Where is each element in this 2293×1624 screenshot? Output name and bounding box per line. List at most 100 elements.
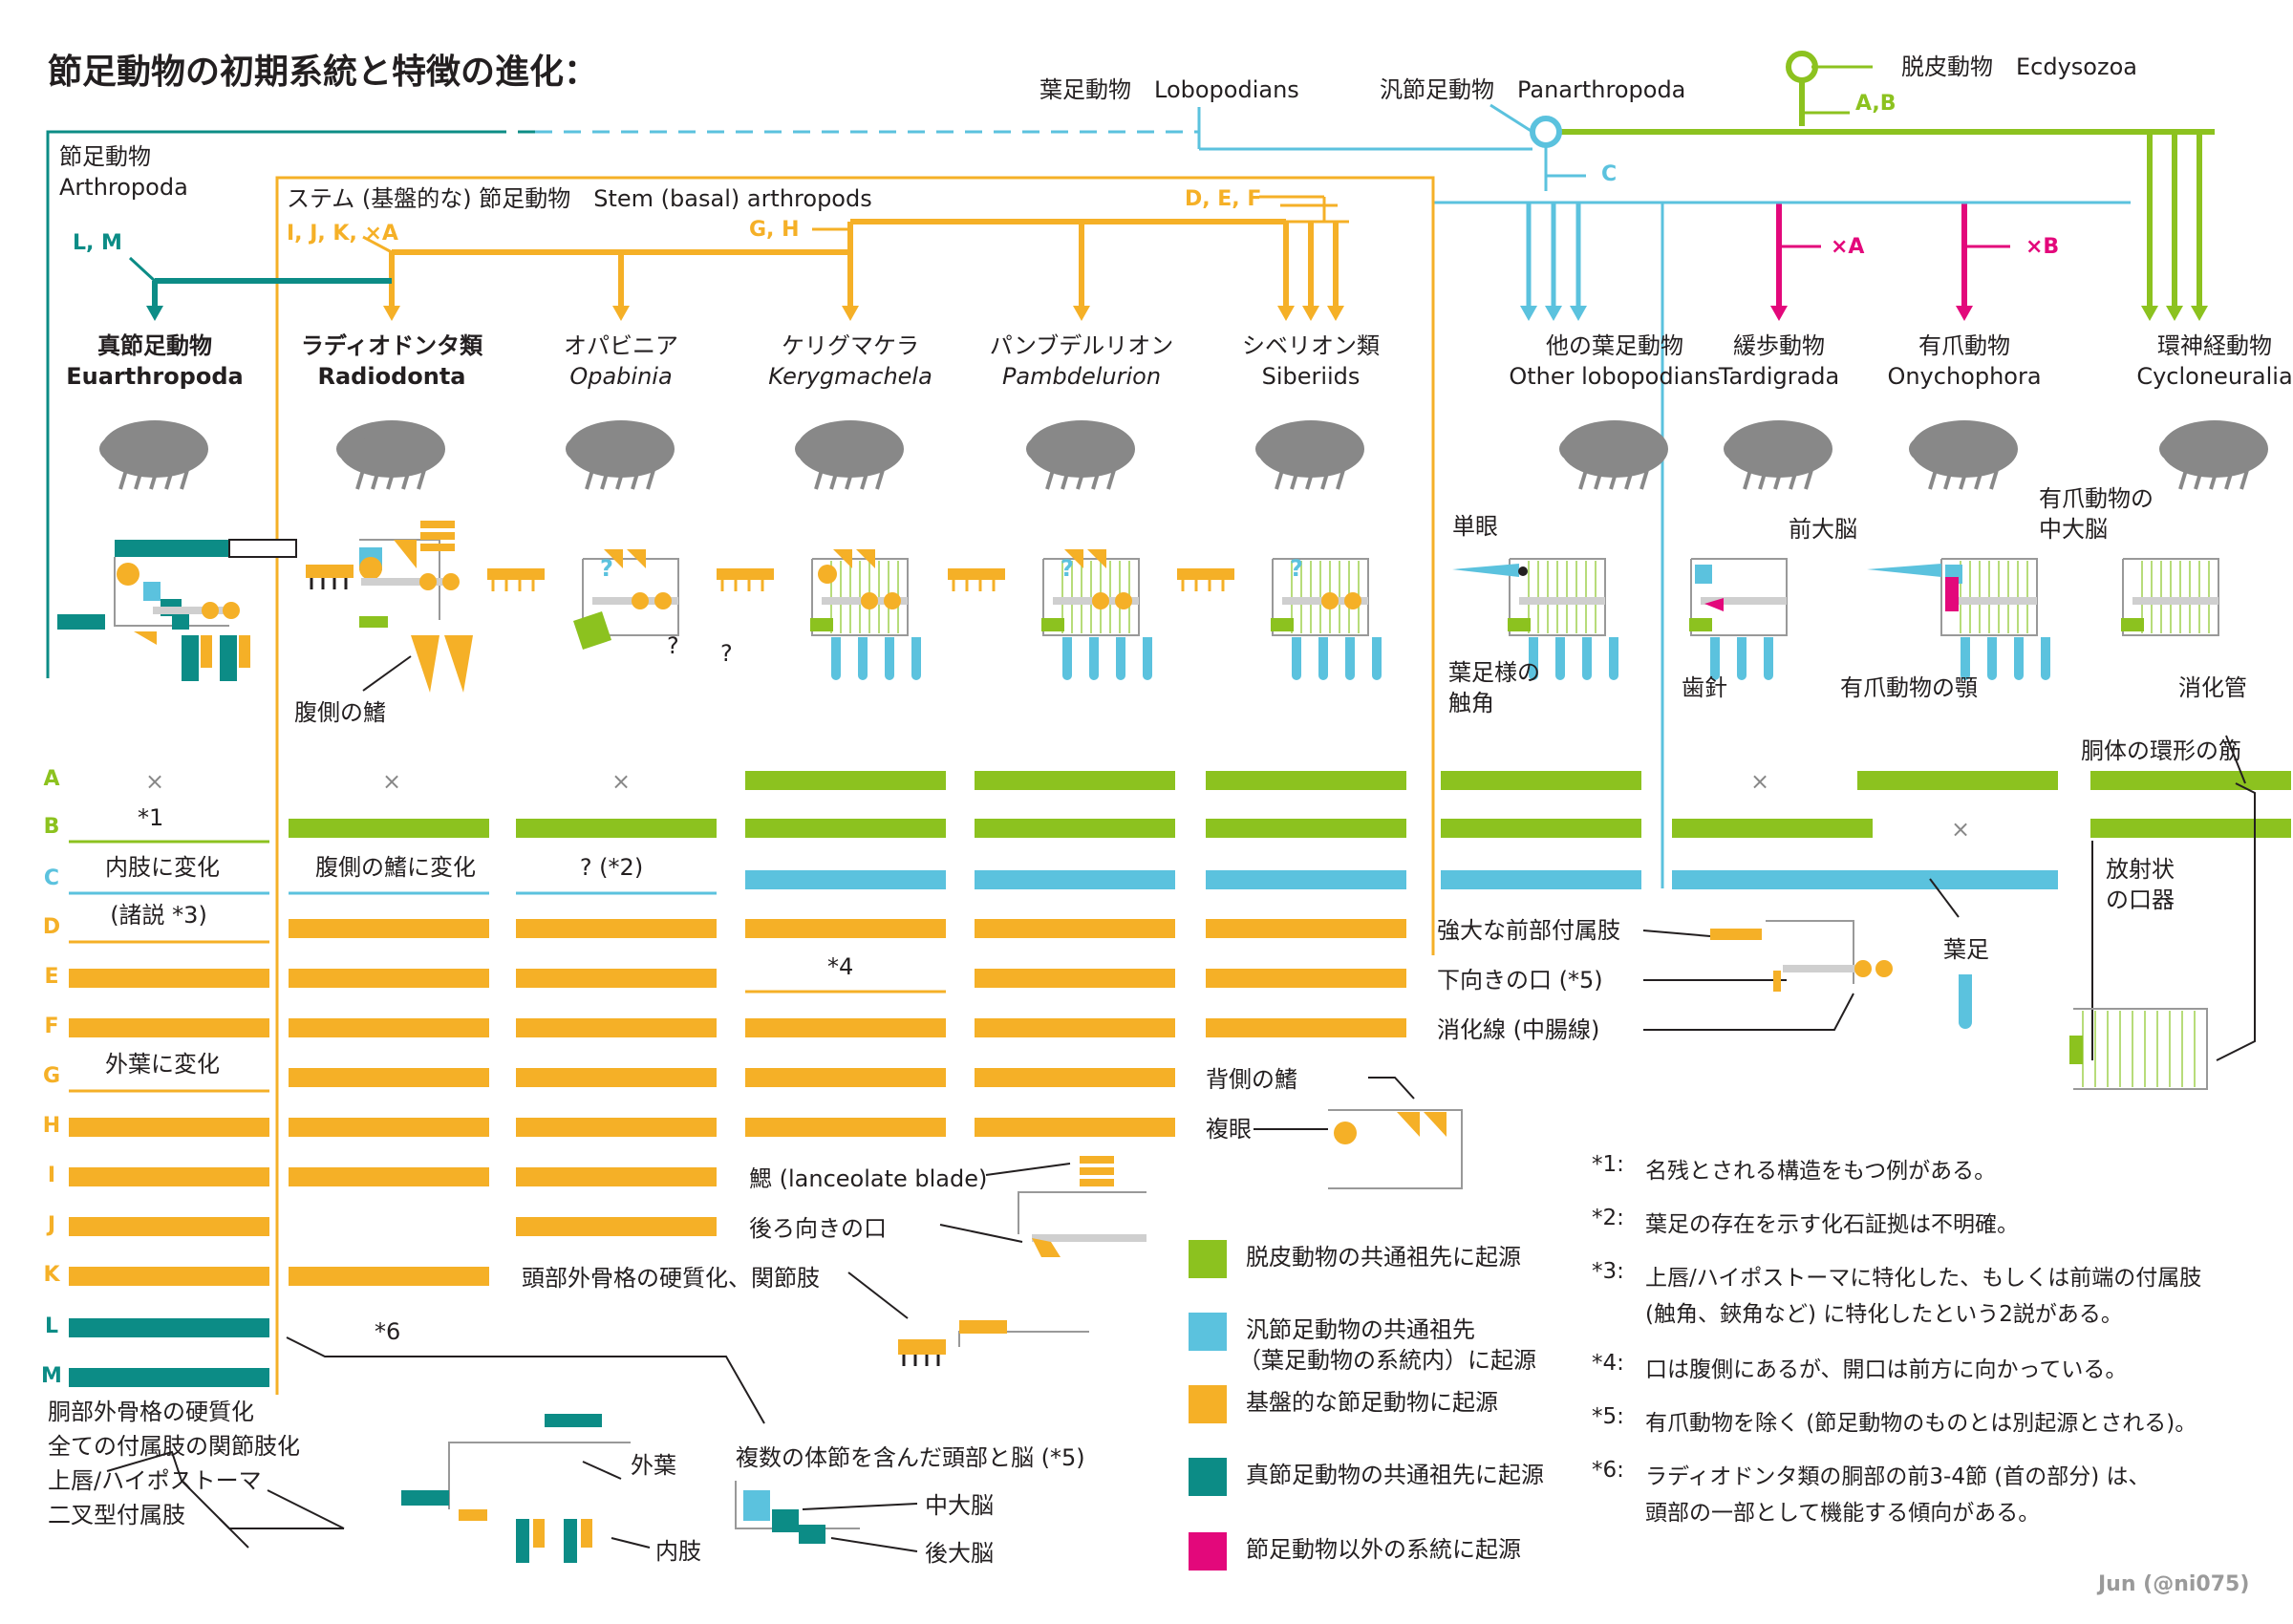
footnote-text: ラディオドンタ類の胴部の前3-4節 (首の部分) は、 xyxy=(1645,1464,2151,1489)
matrix-bar-d xyxy=(289,919,489,938)
matrix-bar-e xyxy=(1206,969,1406,988)
frontal-appendage-icon xyxy=(306,565,354,578)
midgut-gland-icon xyxy=(442,573,460,590)
taxon-name-ja: 真節足動物 xyxy=(97,332,212,359)
clade-stem-arthropods: ステム (基盤的な) 節足動物 Stem (basal) arthropods xyxy=(287,185,872,212)
animal-leg-icon xyxy=(180,469,189,490)
animal-leg-icon xyxy=(845,469,854,490)
label-leader xyxy=(219,1518,249,1549)
midgut-gland-icon xyxy=(1875,960,1893,977)
lobopod-icon xyxy=(1529,637,1538,680)
legend-swatch xyxy=(1189,1240,1227,1278)
matrix-bar-b xyxy=(1206,819,1406,838)
label-leader xyxy=(1929,878,1960,918)
taxon-name-en: Euarthropoda xyxy=(66,363,244,390)
label-leader xyxy=(802,1503,918,1510)
animal-leg-icon xyxy=(646,469,655,490)
back-mouth-icon xyxy=(1032,1238,1061,1257)
body-frame xyxy=(2122,558,2219,636)
label-leader xyxy=(582,1461,622,1480)
gill-blade-icon xyxy=(1080,1156,1114,1164)
matrix-bar-b xyxy=(1672,819,1873,838)
animal-leg-icon xyxy=(1959,469,1968,490)
footnote-text: 口は腹側にあるが、開口は前方に向かっている。 xyxy=(1645,1357,2128,1382)
label-trunk-sclerite: 胴部外骨格の硬質化 xyxy=(48,1399,254,1425)
animal-silhouette-icon xyxy=(1028,420,1135,478)
arrow-head-icon xyxy=(1956,306,1973,321)
lobopod-icon xyxy=(1987,637,1997,680)
label-lobopod: 葉足 xyxy=(1943,936,1989,963)
label-ocellus: 単眼 xyxy=(1452,513,1498,540)
animal-leg-icon xyxy=(1989,469,1999,490)
legend-swatch xyxy=(1189,1313,1227,1351)
frontal-appendage-icon xyxy=(1177,568,1234,580)
footnote-text: 葉足の存在を示す化石証拠は不明確。 xyxy=(1645,1212,2019,1237)
animal-head-icon xyxy=(1909,436,1943,462)
matrix-bar-i xyxy=(516,1167,717,1186)
animal-leg-icon xyxy=(814,469,824,490)
animal-leg-icon xyxy=(1076,469,1085,490)
tritocerebrum-icon xyxy=(799,1525,825,1544)
mouth-icon xyxy=(810,618,833,631)
tag-ijk: I, J, K, ×A xyxy=(287,222,398,246)
taxon-name-en: Cycloneuralia xyxy=(2136,363,2293,390)
body-frame xyxy=(1328,1109,1463,1189)
dorsal-flap-icon xyxy=(394,540,417,568)
unknown-marker: ? xyxy=(1290,555,1303,582)
label-leader xyxy=(2216,782,2256,1061)
label-body-rings: 胴体の環形の筋 xyxy=(2081,737,2241,764)
note-ref-6: *6 xyxy=(375,1318,401,1345)
label-question-1: ? xyxy=(667,632,679,659)
matrix-bar-b xyxy=(745,819,946,838)
clade-lobopodians: 葉足動物 Lobopodians xyxy=(1039,76,1299,103)
antenna-icon xyxy=(401,1490,449,1506)
animal-leg-icon xyxy=(1336,469,1345,490)
lobopod-antenna-icon xyxy=(1452,564,1519,577)
label-radial-2: の口器 xyxy=(2106,887,2175,913)
arrow-head-icon xyxy=(383,306,400,321)
footnote-key: *5: xyxy=(1592,1404,1624,1429)
lobopod-antenna-icon xyxy=(1867,564,1941,577)
lobopod-icon xyxy=(1143,637,1152,680)
matrix-bar-e xyxy=(975,969,1175,988)
animal-head-icon xyxy=(336,436,371,462)
matrix-bar-d xyxy=(516,919,717,938)
animal-silhouette-icon xyxy=(338,420,445,478)
gut-tract xyxy=(153,607,229,614)
arrow-head-icon xyxy=(1327,306,1344,321)
body-frame xyxy=(811,558,909,636)
exite-icon xyxy=(239,635,250,668)
label-leader xyxy=(939,1224,1023,1243)
mouth-icon xyxy=(2121,618,2144,631)
row-letter-h: H xyxy=(42,1114,61,1138)
label-compound-eye: 複眼 xyxy=(1206,1116,1252,1143)
unknown-marker: ? xyxy=(1061,555,1074,582)
gill-blade-icon xyxy=(1080,1179,1114,1186)
frontal-appendage-icon xyxy=(717,568,774,580)
trunk-sclerite-icon xyxy=(545,1414,602,1427)
label-head-sclerite: 頭部外骨格の硬質化、関節肢 xyxy=(522,1265,820,1292)
animal-leg-icon xyxy=(371,469,380,490)
footnote-text: 上唇/ハイポストーマに特化した、もしくは前端の付属肢 xyxy=(1645,1266,2202,1291)
protocerebrum-icon xyxy=(1695,565,1712,584)
onychophoran-jaw-icon xyxy=(1945,577,1959,611)
matrix-bar-b xyxy=(289,819,489,838)
matrix-bar-a xyxy=(2090,771,2291,790)
row-letter-f: F xyxy=(44,1015,59,1038)
endopod-icon xyxy=(220,635,237,681)
label-tritocerebrum: 後大脳 xyxy=(925,1540,994,1567)
animal-leg-icon xyxy=(875,469,885,490)
matrix-bar-d xyxy=(1206,919,1406,938)
taxon-name-ja: 環神経動物 xyxy=(2157,332,2272,359)
mouth-icon xyxy=(1689,618,1712,631)
clade-arthropoda-ja: 節足動物 xyxy=(59,143,151,170)
midgut-gland-icon xyxy=(202,602,219,619)
body-frame xyxy=(1018,1191,1146,1234)
matrix-bar-f xyxy=(69,1018,269,1037)
animal-leg-icon xyxy=(860,469,869,490)
gut-tract xyxy=(1701,597,1787,605)
animal-leg-icon xyxy=(1061,469,1070,490)
cell-c-opabinia: ? (*2) xyxy=(579,854,644,881)
matrix-bar-f xyxy=(1206,1018,1406,1037)
